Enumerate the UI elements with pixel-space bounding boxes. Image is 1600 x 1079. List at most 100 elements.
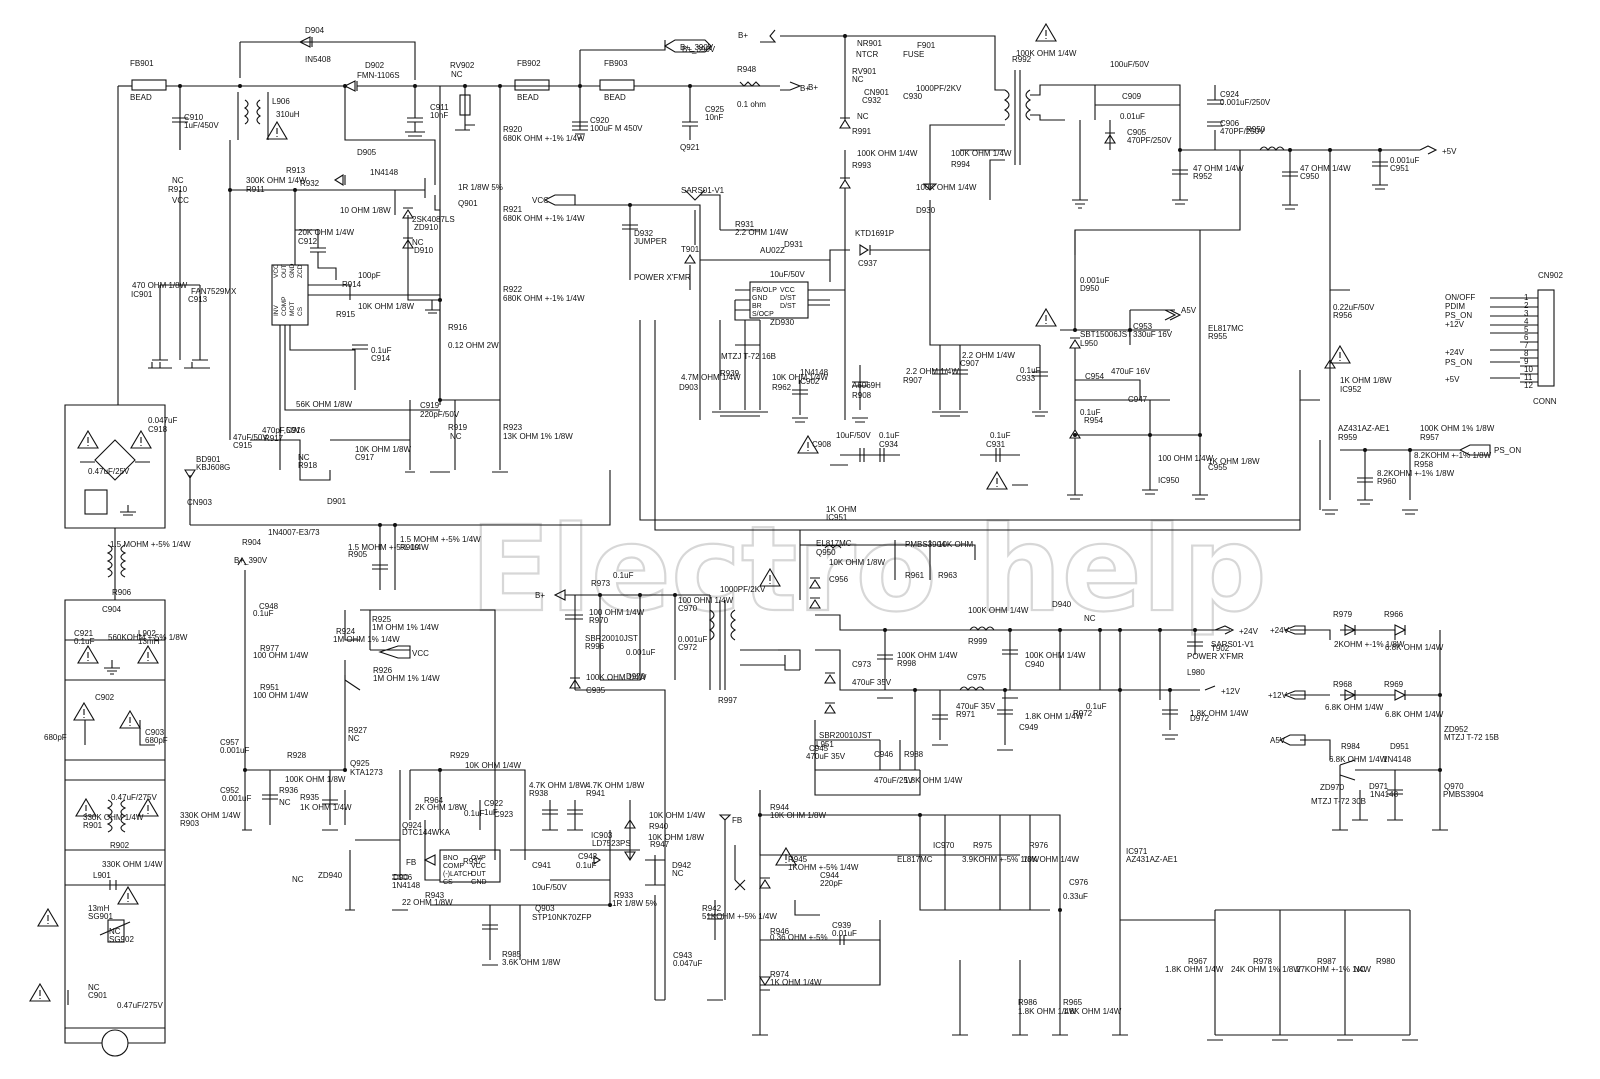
component-label: R901 bbox=[83, 821, 103, 830]
warning-icon bbox=[117, 885, 139, 905]
ic-pin-name: OVP bbox=[471, 855, 486, 862]
component-label: 2.2 OHM 1/4W bbox=[735, 228, 788, 237]
ic-pin-name: VCC bbox=[471, 863, 486, 870]
component-label: 0.1uF bbox=[879, 431, 900, 440]
component-label: 1N4148 bbox=[370, 168, 399, 177]
connector-pin: 4 bbox=[1524, 317, 1529, 326]
component-label: C933 bbox=[1016, 374, 1036, 383]
ic-pin-name: ZCD bbox=[297, 264, 304, 278]
component-label: NC bbox=[348, 734, 360, 743]
component-label: 47uF/50V bbox=[233, 433, 268, 442]
net-label-bplus_390v: B+_390V bbox=[234, 556, 268, 565]
output-24v-12v-section bbox=[707, 530, 1441, 1036]
component-label: 10K OHM 1/4W bbox=[1023, 855, 1079, 864]
component-label: 680K OHM +-1% 1/4W bbox=[503, 214, 585, 223]
component-label: NC bbox=[109, 927, 121, 936]
component-label: KTA1273 bbox=[350, 768, 383, 777]
component-label: Q924 bbox=[402, 821, 422, 830]
component-label: R978 bbox=[1253, 957, 1273, 966]
component-label: 1R 1/8W 5% bbox=[612, 899, 657, 908]
component-label: 6.8K OHM 1/4W bbox=[1385, 710, 1444, 719]
component-label: 1.5 MOHM +-5% 1/4W bbox=[348, 543, 429, 552]
connector-pin: 8 bbox=[1524, 349, 1529, 358]
component-label: CN903 bbox=[187, 498, 212, 507]
component-label: R926 bbox=[373, 666, 393, 675]
component-label: POWER X'FMR bbox=[1187, 652, 1244, 661]
component-label: B+ bbox=[808, 83, 818, 92]
component-label: 1M OHM 1% 1/4W bbox=[333, 635, 400, 644]
component-label: C905 bbox=[1127, 128, 1147, 137]
component-label: R939 bbox=[720, 369, 740, 378]
component-label: 100K OHM 1/4W bbox=[968, 606, 1029, 615]
ic-pin-name: CS bbox=[443, 879, 453, 886]
component-label: 1K OHM 1/8W bbox=[1340, 376, 1392, 385]
component-label: 100uF M 450V bbox=[590, 124, 643, 133]
component-label: R903 bbox=[180, 819, 200, 828]
component-label: C920 bbox=[590, 116, 610, 125]
component-label: 680K OHM +-1% 1/4W bbox=[503, 134, 585, 143]
component-label: SBR20010JST bbox=[585, 634, 638, 643]
component-label: T901 bbox=[681, 245, 700, 254]
component-label: 10nF bbox=[430, 111, 448, 120]
ic-pin-name: D/ST bbox=[780, 295, 797, 302]
connector-signal: PDIM bbox=[1445, 302, 1465, 311]
component-label: C910 bbox=[184, 113, 204, 122]
ground-symbols bbox=[148, 124, 1448, 1041]
component-label: 0.001uF bbox=[220, 746, 249, 755]
component-label: 1K OHM 1/4W bbox=[770, 978, 822, 987]
warning-icon bbox=[29, 982, 51, 1002]
component-label: L980 bbox=[1187, 668, 1205, 677]
component-label: C978 bbox=[0, 0, 20, 2]
component-label: 100pF bbox=[358, 271, 381, 280]
component-label: R925 bbox=[372, 615, 392, 624]
component-label: C913 bbox=[188, 295, 208, 304]
component-label: R970 bbox=[589, 616, 609, 625]
component-label: FB901 bbox=[130, 59, 154, 68]
component-label: C937 bbox=[858, 259, 878, 268]
component-label: 0.1uF bbox=[371, 346, 392, 355]
component-label: 100uF/50V bbox=[1110, 60, 1150, 69]
component-label: C914 bbox=[371, 354, 391, 363]
component-label: R946 bbox=[770, 927, 790, 936]
warning-icon bbox=[73, 701, 95, 721]
component-label: 6.8K OHM 1/4W bbox=[1325, 703, 1384, 712]
component-label: R997 bbox=[718, 696, 738, 705]
connector-pin: 6 bbox=[1524, 333, 1529, 342]
component-label: 1.8K OHM 1/4W bbox=[1190, 709, 1249, 718]
component-label: IC903 bbox=[591, 831, 613, 840]
component-label: A6069H bbox=[852, 381, 881, 390]
ic-pin-name: VCC bbox=[273, 264, 280, 278]
component-label: 1N4148 bbox=[1370, 790, 1399, 799]
component-label: D905 bbox=[357, 148, 377, 157]
component-label: R907 bbox=[903, 376, 923, 385]
net-label-p12v: +12V bbox=[1221, 687, 1241, 696]
component-label: 0.1 ohm bbox=[737, 100, 766, 109]
component-label: C972 bbox=[678, 643, 698, 652]
component-label: D910 bbox=[414, 246, 434, 255]
component-label: C922 bbox=[484, 799, 504, 808]
component-label: R942 bbox=[702, 904, 722, 913]
warning-icon bbox=[137, 644, 159, 664]
component-label: R989 bbox=[0, 0, 20, 2]
component-label: JUMPER bbox=[634, 237, 667, 246]
connector-signal: ON/OFF bbox=[1445, 293, 1475, 302]
component-label: R913 bbox=[286, 166, 306, 175]
component-label: 10K OHM 1/8W bbox=[829, 558, 885, 567]
component-label: 10uF/50V bbox=[532, 883, 567, 892]
component-label: R979 bbox=[1333, 610, 1353, 619]
net-label-fb: FB bbox=[732, 816, 742, 825]
component-label: R918 bbox=[298, 461, 318, 470]
component-label: 0.22uF/50V bbox=[1333, 303, 1375, 312]
component-label: NC bbox=[172, 176, 184, 185]
component-label: 220pF/50V bbox=[420, 410, 460, 419]
component-label: C901 bbox=[88, 991, 108, 1000]
component-label: 100 OHM 1/4W bbox=[678, 596, 734, 605]
component-label: C946 bbox=[874, 750, 894, 759]
component-label: R976 bbox=[1029, 841, 1049, 850]
component-label: R955 bbox=[1208, 332, 1228, 341]
component-label: 3.9KOHM +-5% 1/8W bbox=[962, 855, 1040, 864]
component-label: 10uF/50V bbox=[770, 270, 805, 279]
component-label: 470uF 16V bbox=[1111, 367, 1151, 376]
component-label: KTD1691P bbox=[855, 229, 894, 238]
component-label: R992 bbox=[1012, 55, 1032, 64]
